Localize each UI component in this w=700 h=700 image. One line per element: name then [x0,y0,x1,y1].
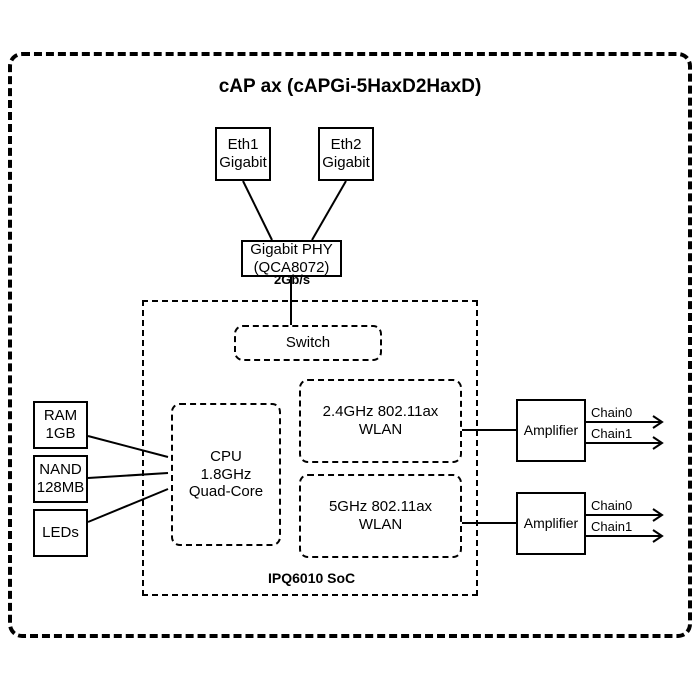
block-amp-top-line1: Amplifier [523,422,579,439]
label-bottom-chain1: Chain1 [591,519,633,534]
block-eth1-line1: Eth1 [227,136,259,154]
arrowhead-top-chain0 [652,415,664,429]
block-amplifier-top: Amplifier [516,399,586,462]
block-eth2: Eth2 Gigabit [318,127,374,181]
soc-boundary-frame [142,300,478,596]
block-wlan-5ghz: 5GHz 802.11ax WLAN [299,474,462,558]
link-nand-soc [87,472,169,479]
block-nand-line1: NAND [39,461,82,479]
block-cpu-line2: 1.8GHz [200,465,252,483]
block-wlan-24ghz: 2.4GHz 802.11ax WLAN [299,379,462,463]
block-phy-line2: (QCA8072) [253,258,330,276]
block-amp-bottom-line1: Amplifier [523,515,579,532]
block-switch: Switch [234,325,382,361]
block-wlan24-line1: 2.4GHz 802.11ax [322,403,439,421]
block-wlan5-line1: 5GHz 802.11ax [328,498,433,516]
block-nand: NAND 128MB [33,455,88,503]
block-cpu-line1: CPU [210,447,242,465]
block-ram-line2: 1GB [45,425,76,442]
link-speed-label: 2Gb/s [274,272,311,287]
link-leds-soc [87,488,169,523]
block-eth2-line1: Eth2 [330,136,362,154]
block-ram-line1: RAM [43,407,78,425]
block-wlan24-line2: WLAN [358,421,403,438]
block-switch-line1: Switch [285,334,331,352]
block-leds: LEDs [33,509,88,557]
block-nand-line2: 128MB [36,479,85,496]
arrowhead-top-chain1 [652,436,664,450]
device-boundary-frame [8,52,692,638]
block-ram: RAM 1GB [33,401,88,449]
block-phy-line1: Gigabit PHY [250,240,333,258]
block-cpu: CPU 1.8GHz Quad-Core [171,403,281,546]
block-amplifier-bottom: Amplifier [516,492,586,555]
link-eth2-phy [311,180,347,241]
block-eth2-line2: Gigabit [322,154,370,171]
block-wlan5-line2: WLAN [358,516,403,533]
block-eth1: Eth1 Gigabit [215,127,271,181]
label-top-chain0: Chain0 [591,405,633,420]
arrowhead-bottom-chain1 [652,529,664,543]
link-eth1-phy [242,180,273,241]
block-eth1-line2: Gigabit [219,154,267,171]
soc-label: IPQ6010 SoC [268,570,356,586]
link-ram-soc [87,435,169,458]
block-cpu-line3: Quad-Core [188,483,264,501]
arrowhead-bottom-chain0 [652,508,664,522]
diagram-title: cAP ax (cAPGi-5HaxD2HaxD) [218,76,482,97]
block-leds-line1: LEDs [42,524,79,542]
label-bottom-chain0: Chain0 [591,498,633,513]
block-gigabit-phy: Gigabit PHY (QCA8072) [241,240,342,277]
label-top-chain1: Chain1 [591,426,633,441]
